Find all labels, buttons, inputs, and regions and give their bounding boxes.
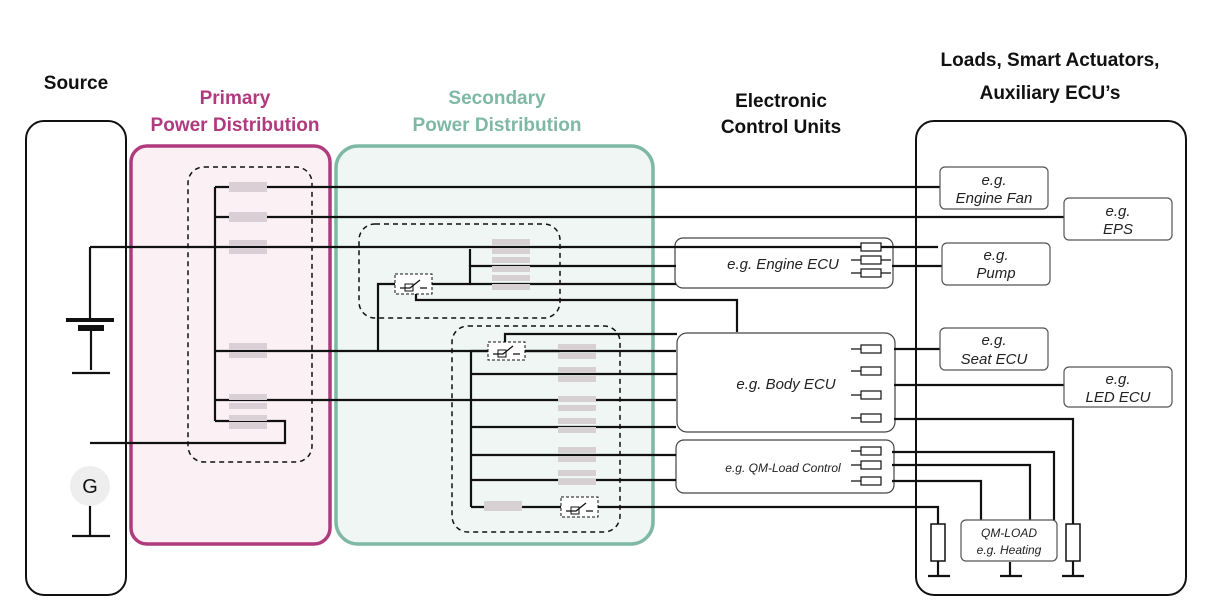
qm-load-control-label: e.g. QM-Load Control: [725, 461, 841, 475]
relay-switch-icon: [560, 496, 599, 518]
ecu-header-line2: Control Units: [721, 117, 841, 138]
led-ecu-label-line1: e.g.: [1105, 371, 1130, 388]
resistor-icon: [930, 523, 946, 562]
engine-fan-load-box: [939, 166, 1049, 210]
secondary-header-line2: Power Distribution: [413, 115, 582, 136]
body-ecu-label: e.g. Body ECU: [736, 376, 835, 393]
qm-load-control-box: [675, 439, 895, 494]
wiring: [72, 185, 1084, 578]
pump-load-box: [941, 242, 1051, 286]
secondary-upper-fuses: [492, 239, 530, 290]
led-ecu-label-line2: LED ECU: [1085, 389, 1150, 406]
qm-load-label-line1: QM-LOAD: [981, 526, 1037, 540]
body-ecu-box: [676, 332, 896, 433]
pump-label-line1: e.g.: [983, 247, 1008, 264]
qm-load-label-line2: e.g. Heating: [977, 543, 1042, 557]
eps-label-line1: e.g.: [1105, 203, 1130, 220]
primary-header-line1: Primary: [200, 88, 271, 109]
pump-label-line2: Pump: [976, 265, 1015, 282]
loads-header-line2: Auxiliary ECU’s: [980, 83, 1121, 104]
engine-fan-label-line2: Engine Fan: [956, 190, 1033, 207]
engine-fan-label-line1: e.g.: [981, 172, 1006, 189]
secondary-fuse-box-upper: [358, 223, 561, 319]
seat-ecu-load-box: [939, 327, 1049, 371]
generator-icon: G: [70, 466, 110, 506]
engine-ecu-box: [674, 237, 894, 289]
battery-icon: [66, 318, 114, 331]
generator-label: G: [82, 476, 98, 498]
primary-header-line2: Power Distribution: [151, 115, 320, 136]
secondary-lower-fuses: [484, 344, 596, 511]
engine-ecu-label: e.g. Engine ECU: [727, 256, 839, 273]
resistor-icon: [1065, 523, 1081, 562]
qm-load-heating-box: [960, 519, 1058, 562]
relay-switch-icon: [394, 273, 433, 295]
seat-ecu-label-line2: Seat ECU: [961, 351, 1028, 368]
eps-load-box: [1063, 197, 1173, 241]
ecu-output-switches: [851, 242, 891, 486]
eps-label-line2: EPS: [1103, 221, 1133, 238]
ecu-header-line1: Electronic: [735, 91, 827, 112]
primary-fuse-box: [187, 166, 313, 463]
source-box: [25, 120, 127, 596]
secondary-header-line1: Secondary: [448, 88, 546, 109]
led-ecu-load-box: [1063, 366, 1173, 408]
loads-header-line1: Loads, Smart Actuators,: [941, 50, 1160, 71]
primary-fuses: [229, 182, 267, 429]
source-header: Source: [44, 73, 108, 94]
relay-switch-icon: [487, 341, 526, 361]
secondary-fuse-box-lower: [451, 325, 621, 533]
seat-ecu-label-line1: e.g.: [981, 332, 1006, 349]
